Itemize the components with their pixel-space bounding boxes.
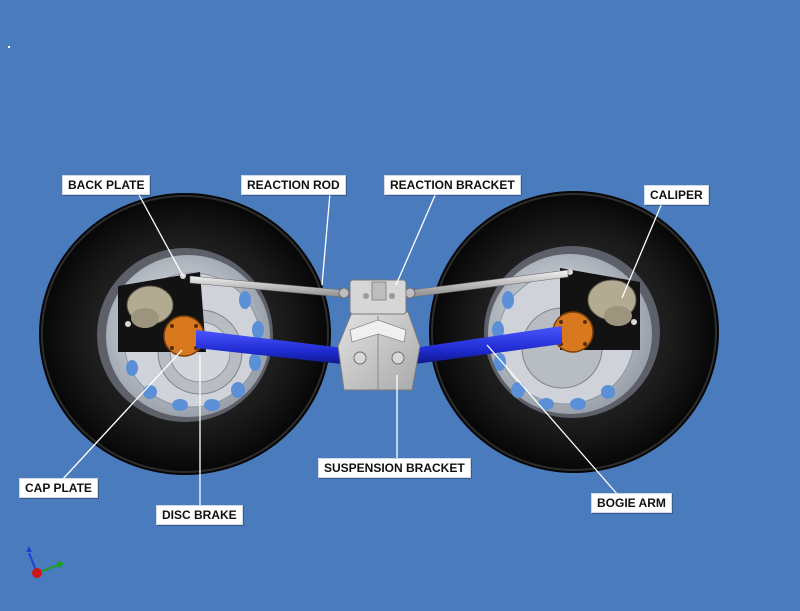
leader-caliper xyxy=(621,202,663,299)
reaction-rod-assembly xyxy=(189,269,569,299)
label-caliper: CALIPER xyxy=(644,185,709,205)
label-bogie-arm: BOGIE ARM xyxy=(591,493,672,513)
speck xyxy=(8,46,10,48)
right-wheel xyxy=(429,191,719,473)
leader-back-plate xyxy=(137,192,184,277)
label-reaction-bracket: REACTION BRACKET xyxy=(384,175,521,195)
leader-reaction-rod xyxy=(321,192,331,286)
label-cap-plate: CAP PLATE xyxy=(19,478,98,498)
xyz-axis-triad-icon xyxy=(26,546,64,578)
left-bogie-arm xyxy=(196,330,360,366)
label-suspension-bracket: SUSPENSION BRACKET xyxy=(318,458,471,478)
label-back-plate: BACK PLATE xyxy=(62,175,151,195)
leader-bogie-arm xyxy=(486,344,619,496)
bogie-arm-assembly xyxy=(196,326,562,366)
reaction-bracket xyxy=(349,279,407,315)
callout-leader-lines xyxy=(61,192,663,505)
label-reaction-rod: REACTION ROD xyxy=(241,175,346,195)
right-rim-holes xyxy=(492,291,615,410)
leader-cap-plate xyxy=(61,349,183,481)
right-bogie-arm xyxy=(400,326,562,366)
suspension-bracket xyxy=(337,311,421,391)
label-disc-brake: DISC BRAKE xyxy=(156,505,243,525)
left-wheel xyxy=(39,193,331,475)
leader-reaction-bracket xyxy=(395,192,437,286)
